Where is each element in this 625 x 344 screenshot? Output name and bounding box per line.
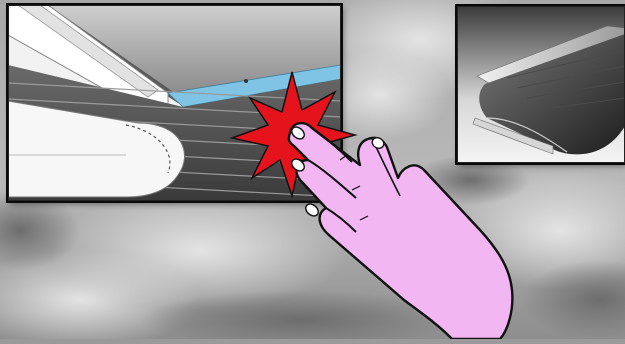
hand-icon bbox=[289, 123, 513, 339]
